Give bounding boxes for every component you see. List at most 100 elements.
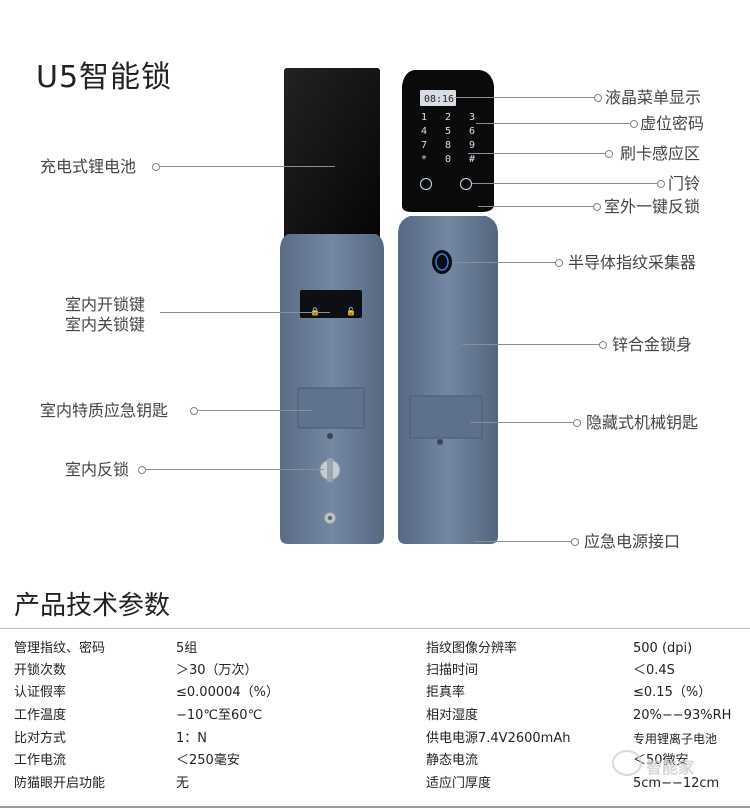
callout-battery: 充电式锂电池: [40, 157, 137, 176]
callout-dot: [555, 259, 563, 267]
emergency-key-cover: [297, 387, 365, 429]
spec-value: ＜0.4S: [633, 663, 675, 678]
key-8[interactable]: 8: [444, 140, 452, 151]
callout-line: [462, 344, 600, 345]
callout-line: [146, 469, 324, 470]
bell-icon[interactable]: [420, 178, 432, 190]
lcd-time: 08:16: [423, 94, 455, 105]
callout-bell: 门铃: [668, 174, 701, 193]
lcd-screen: [420, 90, 456, 106]
spec-label: 认证假率: [14, 685, 67, 700]
spec-value: ＜250毫安: [176, 753, 240, 768]
product-title: U5智能锁: [36, 60, 173, 95]
spec-label: 工作温度: [14, 708, 67, 723]
callout-fingerprint: 半导体指纹采集器: [568, 253, 697, 272]
spec-value: 500 (dpi): [633, 641, 693, 656]
key-6[interactable]: 6: [468, 126, 476, 137]
bottom-divider: [0, 806, 750, 808]
key-2[interactable]: 2: [444, 112, 452, 123]
callout-dot: [190, 407, 198, 415]
spec-value: 专用锂离子电池: [633, 732, 718, 746]
spec-label: 比对方式: [14, 731, 67, 746]
spec-label: 供电电源7.4V2600mAh: [426, 731, 571, 746]
callout-line: [478, 206, 594, 207]
spec-value: ≤0.00004（%）: [176, 685, 280, 700]
callout-inner-lock: 室内反锁: [65, 460, 130, 479]
key-3[interactable]: 3: [468, 112, 476, 123]
spec-value: −10℃至60℃: [176, 708, 263, 723]
outdoor-lock-icon[interactable]: [460, 178, 472, 190]
callout-virtual-pin: 虚位密码: [640, 114, 705, 133]
spec-label: 扫描时间: [426, 663, 479, 678]
spec-value: 5组: [176, 641, 198, 656]
spec-label: 相对湿度: [426, 708, 479, 723]
callout-line: [476, 123, 631, 124]
spec-value: 无: [176, 776, 190, 791]
svg-text:🔓: 🔓: [346, 306, 356, 316]
callout-card: 刷卡感应区: [620, 144, 701, 163]
callout-emergency-key: 室内特质应急钥匙: [40, 401, 169, 420]
callout-body: 锌合金锁身: [612, 335, 693, 354]
key-4[interactable]: 4: [420, 126, 428, 137]
section-divider: [0, 628, 750, 629]
watermark-logo-icon: [612, 750, 642, 776]
spec-label: 防猫眼开启功能: [14, 776, 106, 791]
inner-button-panel: [300, 290, 362, 318]
callout-line: [474, 541, 572, 542]
indoor-lock-image: 🔒 🔓: [280, 68, 384, 544]
callout-inner-open: 室内开锁键: [65, 295, 146, 314]
callout-power-port: 应急电源接口: [584, 532, 681, 551]
callout-line: [160, 166, 335, 167]
callout-dot: [593, 203, 601, 211]
spec-value: ≤0.15（%）: [633, 685, 712, 700]
spec-label: 开锁次数: [14, 663, 67, 678]
hidden-key-cover: [409, 395, 483, 439]
key-9[interactable]: 9: [468, 140, 476, 151]
key-5[interactable]: 5: [444, 126, 452, 137]
callout-dot: [599, 341, 607, 349]
spec-label: 工作电流: [14, 753, 67, 768]
spec-value: 20%−−93%RH: [633, 708, 732, 723]
callout-dot: [657, 180, 665, 188]
callout-line: [470, 422, 574, 423]
callout-inner-close: 室内关锁键: [65, 315, 146, 334]
callout-dot: [571, 538, 579, 546]
callout-dot: [594, 94, 602, 102]
key-7[interactable]: 7: [420, 140, 428, 151]
callout-dot: [630, 120, 638, 128]
spec-label: 管理指纹、密码: [14, 641, 106, 656]
callout-line: [455, 97, 595, 98]
callout-line: [160, 312, 330, 313]
watermark-text: 智能家: [646, 758, 695, 777]
spec-value: 1：N: [176, 731, 207, 746]
callout-dot: [605, 150, 613, 158]
section-title: 产品技术参数: [14, 591, 171, 621]
callout-line: [198, 410, 313, 411]
spec-value: ＜50微安: [633, 753, 689, 768]
spec-label: 适应门厚度: [426, 776, 492, 791]
spec-label: 指纹图像分辨率: [426, 641, 518, 656]
callout-dot: [573, 419, 581, 427]
callout-line: [452, 262, 556, 263]
callout-lcd: 液晶菜单显示: [605, 88, 702, 107]
key-star[interactable]: *: [420, 154, 428, 165]
spec-value: 5cm−−12cm: [633, 776, 720, 791]
key-hash[interactable]: #: [468, 154, 476, 165]
key-1[interactable]: 1: [420, 112, 428, 123]
spec-value: ＞30（万次）: [176, 663, 258, 678]
key-0[interactable]: 0: [444, 154, 452, 165]
fingerprint-sensor: [432, 250, 452, 274]
callout-outer-lock: 室外一键反锁: [604, 197, 701, 216]
callout-dot: [152, 163, 160, 171]
battery-cover: [284, 68, 380, 240]
callout-line: [468, 153, 606, 154]
spec-label: 拒真率: [426, 685, 466, 700]
callout-hidden-key: 隐藏式机械钥匙: [586, 413, 699, 432]
keypad-grid: 1 2 3 4 5 6 7 8 9 * 0 #: [412, 112, 486, 165]
callout-dot: [138, 466, 146, 474]
svg-text:🔒: 🔒: [310, 307, 320, 316]
spec-label: 静态电流: [426, 753, 479, 768]
outdoor-body: [398, 216, 498, 544]
outdoor-lock-image: [398, 70, 498, 544]
callout-line: [472, 183, 658, 184]
